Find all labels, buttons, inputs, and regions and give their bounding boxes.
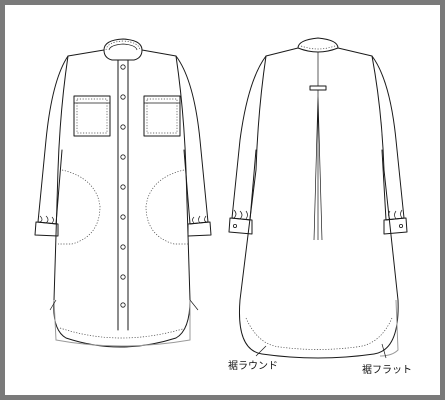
front-left-pocket bbox=[73, 95, 111, 137]
front-right-pocket-stitch bbox=[146, 98, 178, 134]
leader-hem-round bbox=[255, 345, 267, 357]
front-left-pocket-stitch bbox=[76, 98, 108, 134]
back-body-outline bbox=[238, 47, 399, 359]
front-left-side-pocket bbox=[58, 169, 101, 245]
button bbox=[120, 124, 126, 130]
back-collar bbox=[297, 37, 339, 53]
back-right-sleeve bbox=[371, 55, 405, 221]
front-right-cuff bbox=[187, 221, 212, 237]
button bbox=[120, 274, 126, 280]
front-right-cuff-gathers bbox=[192, 215, 207, 224]
front-side-vents bbox=[49, 299, 199, 311]
back-loop-tab bbox=[309, 85, 327, 91]
button bbox=[120, 302, 126, 308]
front-collar-stitch bbox=[105, 40, 141, 51]
front-left-sleeve bbox=[37, 55, 69, 225]
label-hem-flat: 裾フラット bbox=[362, 365, 412, 376]
button bbox=[120, 154, 126, 160]
front-buttons bbox=[120, 64, 126, 308]
front-placket bbox=[117, 59, 129, 331]
button bbox=[120, 64, 126, 70]
back-right-cuff-gathers bbox=[388, 209, 403, 220]
label-hem-round: 裾ラウンド bbox=[228, 361, 278, 372]
back-hem-stitch bbox=[245, 317, 393, 350]
back-view bbox=[228, 37, 408, 359]
front-left-cuff bbox=[34, 221, 59, 237]
back-left-cuff-gathers bbox=[233, 209, 248, 220]
back-center-pleat bbox=[313, 52, 323, 241]
back-hem-alt bbox=[379, 299, 399, 357]
back-left-sleeve bbox=[231, 55, 267, 221]
front-hem-alt bbox=[53, 299, 191, 347]
button bbox=[120, 94, 126, 100]
button bbox=[120, 214, 126, 220]
front-right-side-pocket bbox=[145, 169, 188, 245]
back-left-cuff bbox=[228, 217, 253, 235]
leader-hem-flat bbox=[381, 343, 387, 359]
front-body-outline bbox=[53, 49, 191, 348]
front-collar bbox=[103, 38, 143, 61]
back-right-cuff-button bbox=[398, 223, 403, 228]
front-left-cuff-gathers bbox=[39, 215, 54, 224]
back-right-cuff bbox=[383, 217, 408, 235]
front-collar-inner bbox=[108, 43, 138, 51]
front-right-pocket bbox=[143, 95, 181, 137]
front-hem-stitch bbox=[59, 327, 187, 339]
button bbox=[120, 184, 126, 190]
back-left-cuff-button bbox=[232, 223, 237, 228]
front-view bbox=[34, 38, 212, 348]
button bbox=[120, 244, 126, 250]
front-right-sleeve bbox=[175, 55, 209, 225]
back-collar-stitch bbox=[300, 45, 336, 50]
